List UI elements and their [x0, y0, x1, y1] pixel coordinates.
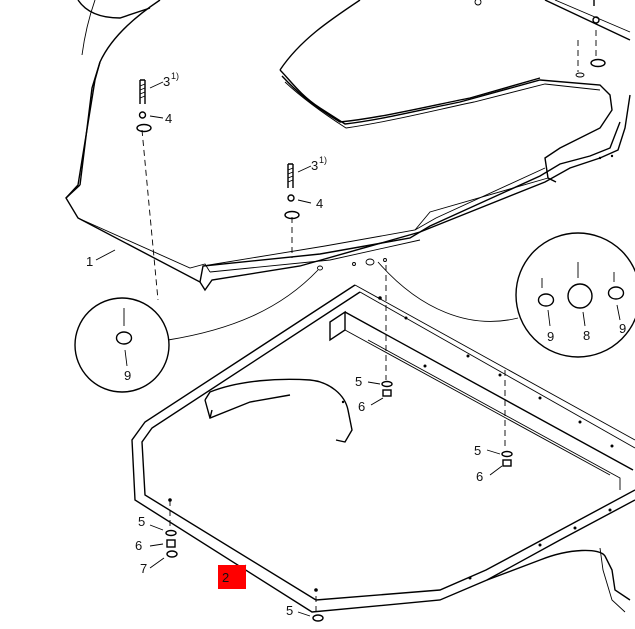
detail-circle-left [74, 269, 319, 393]
callout-6-a: 6 [358, 399, 365, 414]
callout-1-cover: 1 [86, 254, 93, 269]
callout-7: 7 [140, 561, 147, 576]
callout-4-center: 4 [316, 196, 323, 211]
callout-8-right-detail: 8 [583, 328, 590, 343]
callout-3-center: 3 [311, 158, 318, 173]
callout-labels: 3 1) 4 3 1) 4 1 9 9 8 9 5 6 5 6 5 6 7 5 … [86, 71, 626, 618]
callout-5-a: 5 [355, 374, 362, 389]
cover-part [65, 0, 631, 292]
detail-circle-right [377, 232, 635, 358]
tray-part [131, 284, 635, 613]
callout-5-b: 5 [474, 443, 481, 458]
callout-2-tray: 2 [222, 570, 229, 585]
callout-5-d: 5 [286, 603, 293, 618]
highlight-marker [218, 565, 246, 589]
bolt-center [284, 163, 300, 258]
callout-9-left-detail: 9 [124, 368, 131, 383]
bolt-upper-right [474, 0, 606, 72]
callout-6-b: 6 [476, 469, 483, 484]
callout-footnote-center: 1) [319, 155, 327, 165]
callout-footnote-upper-left: 1) [171, 71, 179, 81]
callout-4-upper-left: 4 [165, 111, 172, 126]
tray-hardware [165, 265, 513, 622]
callout-9-right-detail-b: 9 [619, 321, 626, 336]
bolt-upper-left [136, 79, 159, 301]
callout-3-upper-left: 3 [163, 74, 170, 89]
callout-6-c: 6 [135, 538, 142, 553]
callout-5-c: 5 [138, 514, 145, 529]
callout-9-right-detail-a: 9 [547, 329, 554, 344]
leader-lines [95, 81, 503, 617]
